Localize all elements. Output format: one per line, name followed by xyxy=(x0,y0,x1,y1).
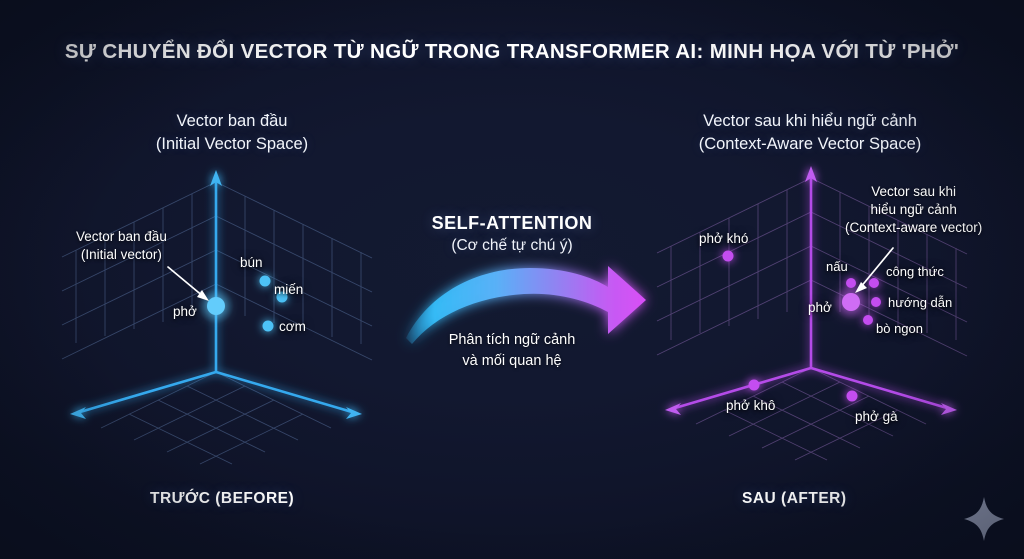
label-mien: miến xyxy=(274,282,304,297)
before-header-line2: (Initial Vector Space) xyxy=(155,135,309,154)
label-cong-thuc: công thức xyxy=(886,264,944,279)
before-callout-line2: (Initial vector) xyxy=(80,247,162,263)
before-callout-arrowhead xyxy=(197,290,209,301)
after-panel-header: Vector sau khi hiểu ngữ cảnh (Context-Aw… xyxy=(620,110,1000,157)
self-attention-title: SELF-ATTENTION xyxy=(431,213,593,233)
label-pho-kho-floor: phở khô xyxy=(726,398,776,413)
node-pho-after xyxy=(842,293,860,311)
node-halo-pho-before xyxy=(198,288,234,324)
label-bo-ngon: bò ngon xyxy=(876,321,923,336)
node-nau xyxy=(846,278,856,288)
label-pho-kho-upper: phở khó xyxy=(699,231,749,246)
self-attention-note-line1: Phân tích ngữ cảnh xyxy=(448,332,576,348)
before-axis-arrowheads xyxy=(70,170,362,419)
sparkle-icon xyxy=(964,497,1004,541)
after-callout-line3: (Context-aware vector) xyxy=(845,220,983,236)
label-pho-after: phở xyxy=(808,300,832,315)
before-panel-header: Vector ban đầu (Initial Vector Space) xyxy=(42,110,422,157)
label-huong-dan: hướng dẫn xyxy=(888,295,953,310)
before-callout-text: Vector ban đầu (Initial vector) xyxy=(76,228,167,264)
label-nau: nấu xyxy=(826,259,848,274)
label-pho-before: phở xyxy=(173,304,197,319)
before-header-line1: Vector ban đầu xyxy=(176,112,288,130)
node-huong-dan xyxy=(871,297,881,307)
after-nodes xyxy=(722,250,881,402)
after-callout-arrowhead xyxy=(855,282,867,293)
self-attention-subtitle: (Cơ chế tự chú ý) xyxy=(451,237,573,254)
before-callout-line1: Vector ban đầu xyxy=(76,229,167,244)
after-callout-line2: hiểu ngữ cảnh xyxy=(870,202,957,218)
label-pho-ga: phở gà xyxy=(855,409,898,424)
after-callout-line1: Vector sau khi xyxy=(871,184,957,199)
after-header-line1: Vector sau khi hiểu ngữ cảnh xyxy=(703,112,917,130)
self-attention-note-line2: và mối quan hệ xyxy=(462,353,562,370)
node-bun xyxy=(259,275,271,287)
node-halo-pho-after xyxy=(833,284,869,320)
node-pho-kho-upper xyxy=(722,250,734,262)
label-com: cơm xyxy=(279,319,306,334)
after-caption: SAU (AFTER) xyxy=(742,490,847,507)
node-pho-ga xyxy=(846,390,858,402)
node-cong-thuc xyxy=(869,278,879,288)
after-header-line2: (Context-Aware Vector Space) xyxy=(698,135,922,154)
label-bun: bún xyxy=(240,255,263,270)
self-attention-note: Phân tích ngữ cảnh và mối quan hệ xyxy=(362,330,662,372)
page-title: SỰ CHUYỂN ĐỔI VECTOR TỪ NGỮ TRONG TRANSF… xyxy=(64,40,960,63)
before-grid xyxy=(61,181,373,465)
before-caption: TRƯỚC (BEFORE) xyxy=(150,490,295,507)
node-com xyxy=(262,320,274,332)
before-callout-pointer xyxy=(167,266,205,298)
node-bo-ngon xyxy=(863,315,873,325)
before-axes xyxy=(78,176,354,414)
node-pho-kho-floor xyxy=(748,379,760,391)
node-pho-before xyxy=(207,297,225,315)
after-callout-text: Vector sau khi hiểu ngữ cảnh (Context-aw… xyxy=(845,183,982,237)
